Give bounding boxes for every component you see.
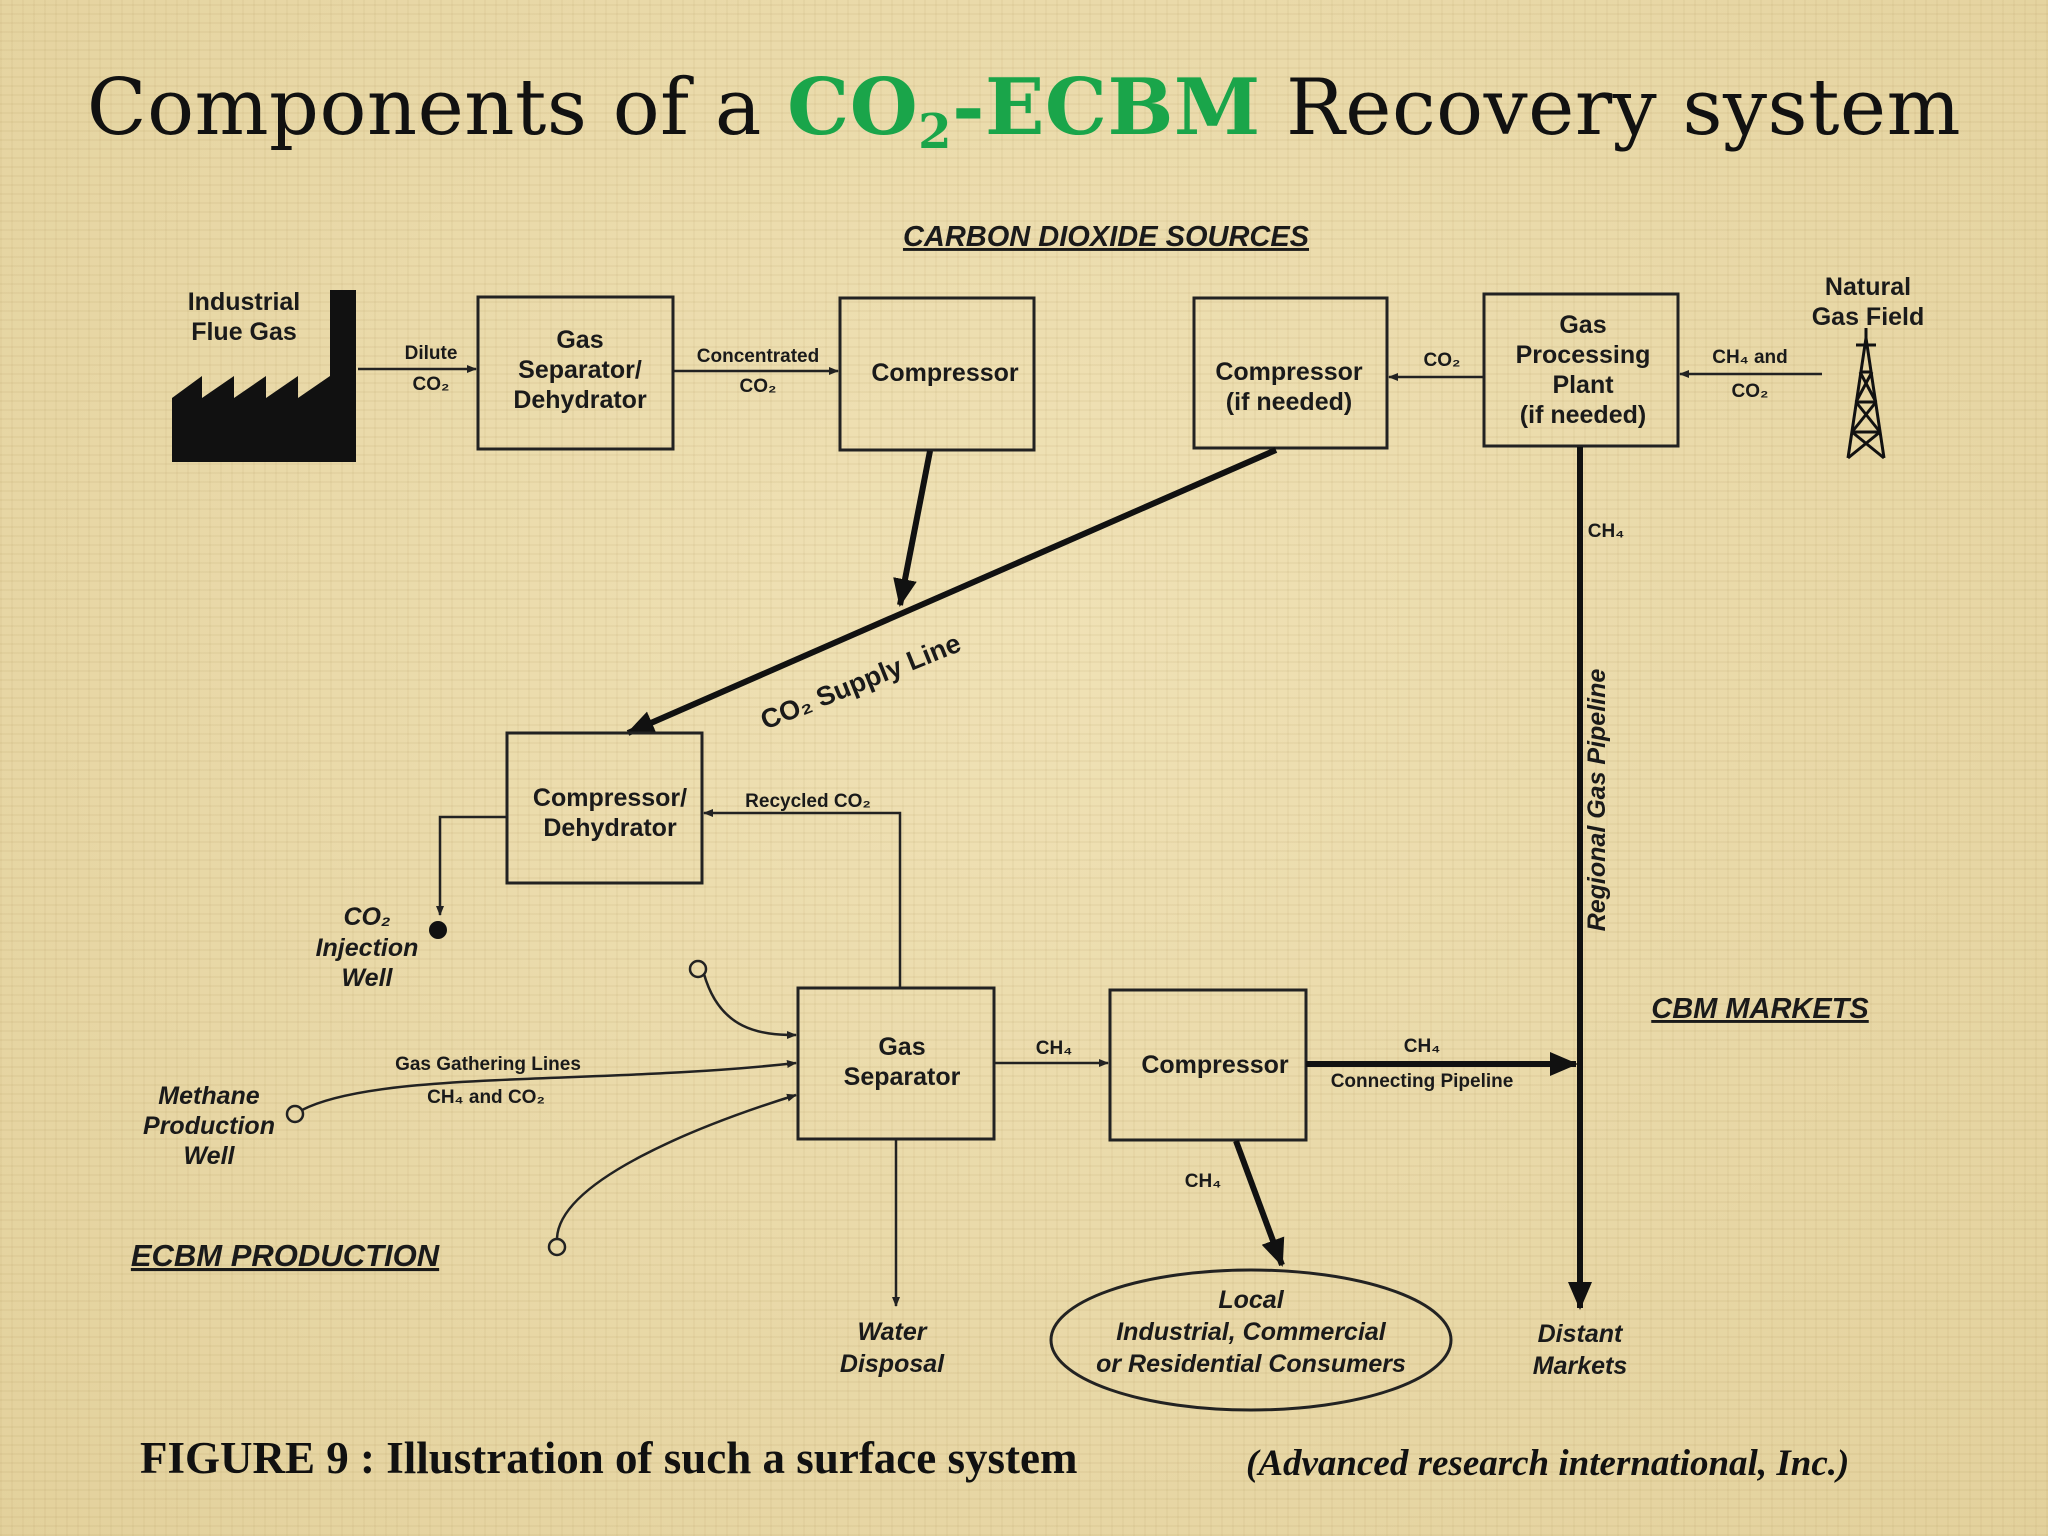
svg-text:Separator/: Separator/ bbox=[518, 356, 642, 384]
svg-text:Markets: Markets bbox=[1533, 1352, 1628, 1380]
svg-text:Injection: Injection bbox=[316, 934, 419, 962]
svg-text:Processing: Processing bbox=[1516, 341, 1651, 369]
svg-text:(if needed): (if needed) bbox=[1520, 401, 1646, 429]
label-ch4-to-compressor: CH₄ bbox=[1036, 1038, 1073, 1059]
svg-text:or Residential Consumers: or Residential Consumers bbox=[1096, 1350, 1406, 1378]
label-ch4-and-co2-in: CH₄ and CO₂ bbox=[1712, 347, 1788, 402]
svg-text:Gas: Gas bbox=[878, 1033, 925, 1061]
svg-text:Water: Water bbox=[857, 1318, 927, 1346]
gas-separator-dehydrator-box bbox=[476, 295, 675, 451]
well-marker-top bbox=[688, 959, 708, 979]
svg-text:Separator: Separator bbox=[844, 1063, 961, 1091]
label-ch4-pipeline: CH₄ bbox=[1588, 521, 1625, 542]
section-ecbm-production: ECBM PRODUCTION bbox=[131, 1238, 440, 1273]
svg-text:Concentrated: Concentrated bbox=[697, 346, 819, 367]
label-industrial-flue-gas: Industrial Flue Gas bbox=[188, 288, 301, 346]
compressor-if-needed-box bbox=[1192, 296, 1389, 450]
gathering-line-bottom bbox=[555, 1093, 797, 1239]
label-local-consumers: Local Industrial, Commercial or Resident… bbox=[1096, 1286, 1406, 1378]
co2-supply-line bbox=[626, 447, 1278, 736]
label-compressor-dehydrator: Compressor/ Dehydrator bbox=[533, 784, 687, 842]
arrow-to-local-consumers bbox=[1233, 1139, 1285, 1267]
label-distant-markets: Distant Markets bbox=[1533, 1320, 1628, 1380]
svg-text:CO₂: CO₂ bbox=[413, 374, 450, 395]
gas-processing-plant-box bbox=[1482, 292, 1680, 448]
label-dilute-co2: Dilute CO₂ bbox=[405, 343, 458, 395]
svg-text:Gas Field: Gas Field bbox=[1812, 303, 1925, 331]
svg-text:CH₄: CH₄ bbox=[1404, 1036, 1441, 1057]
factory-icon bbox=[172, 290, 356, 462]
page-title: Components of a CO2-ECBM Recovery system bbox=[86, 62, 1962, 160]
svg-text:Gas: Gas bbox=[1559, 311, 1606, 339]
svg-text:Connecting Pipeline: Connecting Pipeline bbox=[1331, 1071, 1514, 1092]
label-gathering-lines: Gas Gathering Lines CH₄ and CO₂ bbox=[395, 1054, 581, 1108]
svg-text:Dehydrator: Dehydrator bbox=[513, 386, 647, 414]
label-ch4-to-local: CH₄ bbox=[1185, 1171, 1222, 1192]
gas-derrick-icon bbox=[1846, 328, 1886, 460]
svg-text:Plant: Plant bbox=[1552, 371, 1614, 399]
svg-text:Flue Gas: Flue Gas bbox=[191, 318, 297, 346]
svg-text:CH₄ and: CH₄ and bbox=[1712, 347, 1788, 368]
svg-text:Industrial, Commercial: Industrial, Commercial bbox=[1116, 1318, 1387, 1346]
svg-text:Gas: Gas bbox=[556, 326, 603, 354]
label-water-disposal: Water Disposal bbox=[840, 1318, 945, 1378]
svg-text:Disposal: Disposal bbox=[840, 1350, 945, 1378]
svg-text:Dilute: Dilute bbox=[405, 343, 458, 364]
arrow-to-injection-well bbox=[436, 815, 507, 916]
label-gas-separator: Gas Separator bbox=[844, 1033, 961, 1091]
svg-text:Local: Local bbox=[1218, 1286, 1284, 1314]
svg-text:Gas Gathering Lines: Gas Gathering Lines bbox=[395, 1054, 581, 1075]
svg-text:CO₂: CO₂ bbox=[1732, 381, 1769, 402]
gathering-line-middle bbox=[301, 1060, 797, 1112]
compressor-dehydrator-box bbox=[505, 731, 704, 885]
label-co2-from-plant: CO₂ bbox=[1424, 350, 1461, 371]
injection-well-marker bbox=[429, 921, 447, 939]
local-consumers-ellipse bbox=[1049, 1268, 1453, 1412]
label-gas-processing-plant: Gas Processing Plant (if needed) bbox=[1516, 311, 1651, 429]
svg-text:CO₂: CO₂ bbox=[343, 903, 390, 931]
svg-text:Compressor/: Compressor/ bbox=[533, 784, 687, 812]
label-co2-supply-line: CO₂ Supply Line bbox=[756, 628, 965, 736]
svg-text:Well: Well bbox=[184, 1142, 236, 1170]
label-co2-injection-well: CO₂ Injection Well bbox=[316, 903, 419, 992]
label-methane-production-well: Methane Production Well bbox=[143, 1082, 275, 1170]
svg-text:CH₄ and CO₂: CH₄ and CO₂ bbox=[427, 1087, 545, 1108]
label-compressor-top: Compressor bbox=[871, 359, 1019, 387]
svg-text:CO₂: CO₂ bbox=[740, 376, 777, 397]
figure-caption: FIGURE 9 : Illustration of such a surfac… bbox=[140, 1433, 1078, 1483]
svg-text:Natural: Natural bbox=[1825, 273, 1911, 301]
label-concentrated-co2: Concentrated CO₂ bbox=[697, 346, 819, 397]
label-recycled-co2: Recycled CO₂ bbox=[745, 791, 871, 812]
svg-text:(if needed): (if needed) bbox=[1226, 388, 1352, 416]
arrow-recycled-co2 bbox=[703, 809, 902, 988]
svg-text:Methane: Methane bbox=[158, 1082, 260, 1110]
svg-text:Well: Well bbox=[342, 964, 394, 992]
label-compressor-bottom: Compressor bbox=[1141, 1051, 1289, 1079]
title-accent: CO2-ECBM bbox=[787, 62, 1261, 160]
arrow-compressor-to-supply bbox=[893, 450, 933, 607]
svg-text:Compressor: Compressor bbox=[1215, 358, 1363, 386]
label-connecting-pipeline: CH₄ Connecting Pipeline bbox=[1331, 1036, 1514, 1092]
label-compressor-if-needed: Compressor (if needed) bbox=[1215, 358, 1363, 416]
section-co2-sources: CARBON DIOXIDE SOURCES bbox=[903, 221, 1310, 253]
well-marker-left bbox=[285, 1104, 305, 1124]
figure-credit: (Advanced research international, Inc.) bbox=[1246, 1443, 1850, 1484]
compressor-top-box bbox=[838, 296, 1036, 452]
well-marker-bottom bbox=[547, 1237, 567, 1257]
svg-text:Dehydrator: Dehydrator bbox=[543, 814, 677, 842]
section-cbm-markets: CBM MARKETS bbox=[1651, 993, 1869, 1025]
label-natural-gas-field: Natural Gas Field bbox=[1812, 273, 1925, 331]
svg-text:Distant: Distant bbox=[1538, 1320, 1624, 1348]
svg-text:Production: Production bbox=[143, 1112, 275, 1140]
label-regional-gas-pipeline: Regional Gas Pipeline bbox=[1583, 669, 1611, 932]
label-gas-separator-dehydrator: Gas Separator/ Dehydrator bbox=[513, 326, 647, 414]
gathering-line-top bbox=[702, 973, 797, 1039]
svg-text:Industrial: Industrial bbox=[188, 288, 301, 316]
